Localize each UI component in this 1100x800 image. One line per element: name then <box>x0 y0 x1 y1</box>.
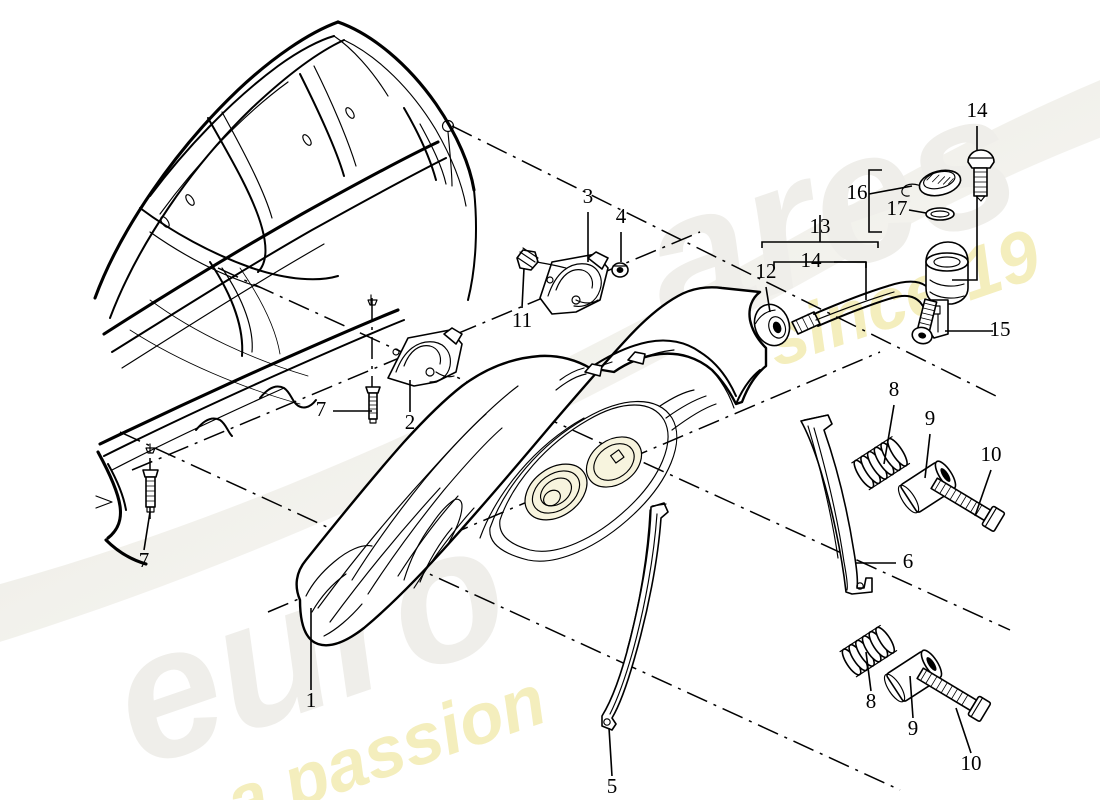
callout-15: 15 <box>990 317 1011 341</box>
callout-16: 16 <box>847 180 868 204</box>
callout-14-screw: 14 <box>967 98 989 122</box>
callout-10-upper: 10 <box>981 442 1002 466</box>
long-bolt-lower <box>916 667 992 722</box>
tank-strap-front <box>800 414 873 595</box>
compression-spring-lower <box>839 624 898 678</box>
hex-bolt-lower <box>142 443 159 513</box>
callout-8-lower: 8 <box>866 689 877 713</box>
callout-numbers: 1 2 3 4 5 6 7 7 8 8 9 9 10 10 11 12 13 1… <box>139 98 1011 798</box>
callout-14-pipe: 14 <box>801 248 823 272</box>
callout-10-lower: 10 <box>961 751 982 775</box>
callout-13: 13 <box>810 214 831 238</box>
grommet-seal <box>753 303 791 347</box>
tapping-screw <box>911 298 938 345</box>
tank-sender-apertures <box>479 401 678 562</box>
callout-3: 3 <box>583 184 594 208</box>
callout-11: 11 <box>512 308 532 332</box>
callout-2: 2 <box>405 410 416 434</box>
tank-bracket-right <box>539 251 609 315</box>
vehicle-body-shell <box>93 20 477 566</box>
callout-12: 12 <box>756 259 777 283</box>
long-bolt-upper <box>930 477 1006 532</box>
brace-13 <box>761 215 879 248</box>
brace-14-pipe <box>773 261 867 300</box>
callout-7-lower: 7 <box>139 548 150 572</box>
tank-strap-rear <box>601 502 669 731</box>
callout-5: 5 <box>607 774 618 798</box>
fuel-tank <box>295 286 768 647</box>
nut <box>611 262 629 278</box>
callout-9-lower: 9 <box>908 716 919 740</box>
callout-7-upper: 7 <box>316 397 327 421</box>
sealing-ring <box>925 207 955 221</box>
tank-bracket-left <box>387 327 463 387</box>
callout-8-upper: 8 <box>889 377 900 401</box>
callout-1: 1 <box>306 688 317 712</box>
retaining-clip <box>516 247 567 271</box>
leader-lines <box>143 126 993 777</box>
spacer-sleeve-lower <box>883 649 943 703</box>
hex-bolt-upper <box>365 294 381 424</box>
fuel-filler-cap <box>901 169 962 197</box>
screw-upper <box>967 149 995 202</box>
callout-6: 6 <box>903 549 914 573</box>
brace-14-screw <box>952 196 978 281</box>
callout-4: 4 <box>616 204 627 228</box>
callout-9-upper: 9 <box>925 406 936 430</box>
brace-16-17 <box>868 169 882 233</box>
callout-17: 17 <box>887 196 908 220</box>
